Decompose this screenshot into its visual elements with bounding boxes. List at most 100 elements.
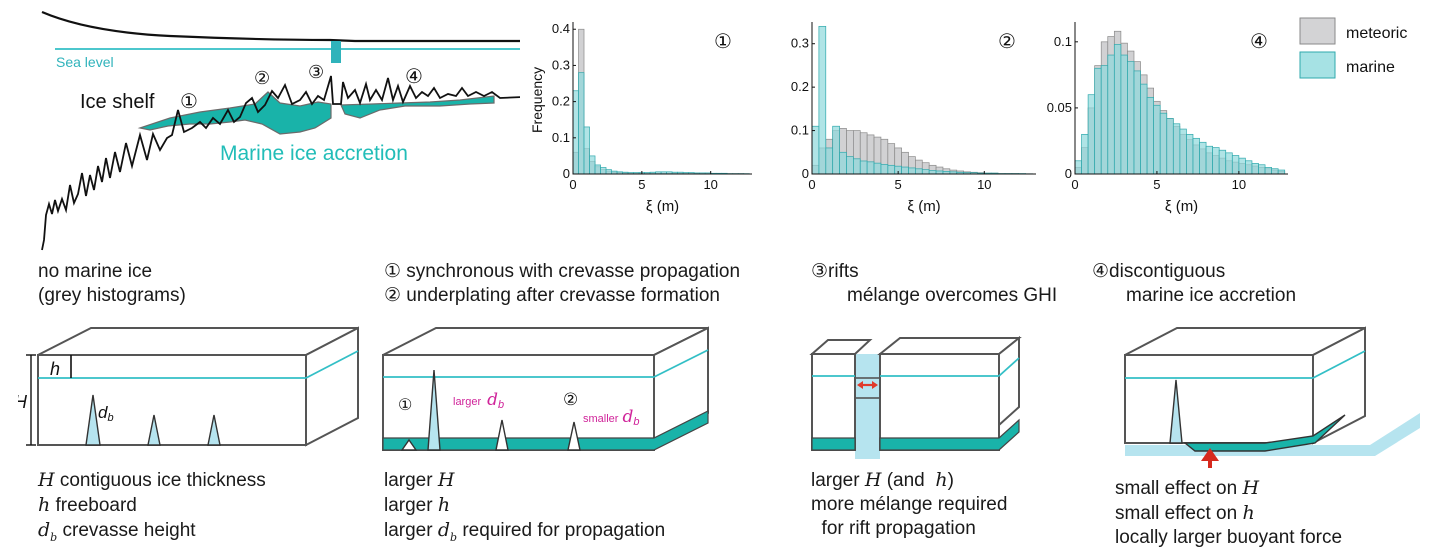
ice-shelf-label: Ice shelf bbox=[80, 91, 155, 113]
marine-bar bbox=[1238, 157, 1246, 175]
marine-bar bbox=[1271, 168, 1279, 175]
marine-bar bbox=[1231, 155, 1240, 175]
marine-bar bbox=[1251, 163, 1259, 175]
x-tick-label: 10 bbox=[703, 177, 717, 192]
y-tick-label: 0.05 bbox=[1047, 100, 1072, 115]
overview-marker-4: ④ bbox=[405, 66, 423, 88]
x-tick-label: 5 bbox=[895, 177, 902, 192]
panel1-title-line2: (grey histograms) bbox=[38, 285, 186, 306]
x-tick-label: 0 bbox=[808, 177, 815, 192]
marine-bar bbox=[928, 170, 937, 175]
marine-bar bbox=[859, 160, 868, 175]
marine-bar bbox=[1218, 149, 1227, 175]
marine-bar bbox=[1212, 147, 1220, 175]
marine-bar bbox=[1087, 94, 1096, 175]
marine-bar bbox=[921, 169, 930, 175]
p3-desc-3: for rift propagation bbox=[811, 518, 976, 539]
marine-accretion-label: Marine ice accretion bbox=[220, 142, 408, 165]
y-tick-label: 0.3 bbox=[791, 36, 809, 51]
marine-bar bbox=[873, 162, 882, 175]
p2-desc-2: larger h bbox=[384, 494, 451, 516]
marine-bar bbox=[578, 72, 585, 175]
marine-ice-fill bbox=[137, 91, 495, 135]
panel1-description: H contiguous ice thickness h freeboard d… bbox=[38, 468, 266, 550]
marine-bar bbox=[1245, 160, 1253, 175]
panel3-title-line1: ③rifts bbox=[811, 261, 859, 282]
marine-bar bbox=[853, 158, 861, 175]
svg-text:db: db bbox=[98, 403, 114, 424]
p1-desc-1: H contiguous ice thickness bbox=[38, 469, 266, 491]
p1-h-label: h bbox=[50, 359, 60, 379]
y-tick-label: 0.1 bbox=[552, 130, 570, 145]
panel4-description: small effect on H small effect on h loca… bbox=[1115, 476, 1342, 550]
y-tick-label: 0 bbox=[802, 166, 809, 181]
panel2-title-line2: ② underplating after crevasse formation bbox=[384, 285, 720, 306]
p3-desc-1: larger H (and h) bbox=[811, 469, 954, 491]
marine-bar bbox=[1107, 54, 1115, 175]
histogram-marker: ④ bbox=[1250, 31, 1268, 53]
panel2-title-line1: ① synchronous with crevasse propagation bbox=[384, 261, 741, 282]
x-tick-label: 5 bbox=[638, 177, 645, 192]
marine-bar bbox=[880, 164, 889, 175]
marine-bar bbox=[1153, 104, 1161, 175]
y-tick-label: 0 bbox=[1065, 166, 1072, 181]
legend-meteoric-label: meteoric bbox=[1346, 25, 1407, 42]
marine-bar bbox=[1120, 54, 1128, 175]
histogram-marker: ② bbox=[998, 31, 1016, 53]
marine-bar bbox=[839, 151, 847, 175]
y-tick-label: 0.1 bbox=[1054, 34, 1072, 49]
marine-bar bbox=[1074, 160, 1082, 175]
marine-bar bbox=[818, 25, 827, 175]
p2-marker-1: ① bbox=[398, 397, 412, 414]
x-tick-label: 10 bbox=[977, 177, 991, 192]
x-tick-label: 0 bbox=[1071, 177, 1078, 192]
panel4-title: ④discontiguous marine ice accretion bbox=[1092, 260, 1296, 308]
x-axis-label: ξ (m) bbox=[646, 198, 679, 215]
marine-bar bbox=[811, 125, 820, 175]
p1-desc-3: db crevasse height bbox=[38, 519, 196, 544]
y-tick-label: 0.4 bbox=[552, 21, 570, 36]
panel4-title-line1: ④discontiguous bbox=[1092, 261, 1226, 282]
marine-bar bbox=[1140, 83, 1148, 175]
marine-bar bbox=[832, 125, 840, 175]
marine-bar bbox=[1133, 70, 1141, 175]
panel2-description: larger H larger h larger db required for… bbox=[384, 468, 665, 550]
legend-marine-label: marine bbox=[1346, 59, 1395, 76]
marine-bar bbox=[915, 168, 923, 175]
marine-bar bbox=[1205, 145, 1213, 175]
marine-bar bbox=[1277, 169, 1286, 175]
sea-level-label: Sea level bbox=[56, 54, 114, 70]
x-tick-label: 10 bbox=[1232, 177, 1246, 192]
overview-marker-2: ② bbox=[254, 68, 270, 88]
marine-bar bbox=[1159, 112, 1168, 175]
marine-bar bbox=[1100, 65, 1109, 175]
p1-desc-2: h freeboard bbox=[38, 494, 137, 516]
histogram-marker: ① bbox=[714, 31, 732, 53]
marine-bar bbox=[572, 90, 579, 175]
marine-bar bbox=[1081, 133, 1089, 175]
panel1-title: no marine ice (grey histograms) bbox=[38, 260, 186, 308]
p1-db-label: d bbox=[98, 403, 108, 422]
marine-bar bbox=[866, 161, 875, 175]
marine-bar bbox=[1127, 61, 1135, 175]
y-tick-label: 0.3 bbox=[552, 57, 570, 72]
marine-bar bbox=[1172, 123, 1181, 175]
x-tick-label: 0 bbox=[569, 177, 576, 192]
marine-bar bbox=[600, 167, 607, 175]
p1-db-sub: b bbox=[107, 412, 113, 424]
x-tick-label: 5 bbox=[1153, 177, 1160, 192]
marine-bar bbox=[589, 155, 596, 175]
p4-desc-2: small effect on h bbox=[1115, 502, 1255, 524]
y-tick-label: 0 bbox=[563, 166, 570, 181]
marine-bar bbox=[1166, 118, 1174, 175]
panel1-title-line1: no marine ice bbox=[38, 261, 153, 282]
p2-desc-3: larger db required for propagation bbox=[384, 519, 666, 544]
x-axis-label: ξ (m) bbox=[907, 198, 940, 215]
marine-bar bbox=[1186, 133, 1194, 175]
p3-desc-2: more mélange required bbox=[811, 494, 1008, 515]
histogram-ylabel: Frequency bbox=[529, 67, 545, 133]
marine-bar bbox=[1264, 167, 1272, 175]
